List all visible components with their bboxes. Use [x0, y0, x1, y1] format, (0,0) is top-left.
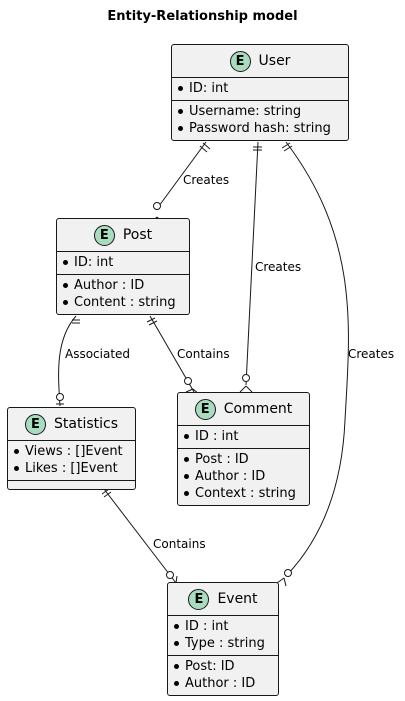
rel-label-statistics-event: Contains — [153, 537, 206, 551]
rel-label-post-comment: Contains — [177, 347, 230, 361]
entity-header: E Statistics — [8, 408, 135, 441]
attribute: Author : ID — [178, 468, 309, 485]
bullet-icon — [184, 434, 189, 439]
key-section: ID : int — [178, 426, 309, 449]
rel-label-post-statistics: Associated — [65, 347, 131, 361]
attribute: Author : ID — [168, 675, 278, 692]
diagram-title: Entity-Relationship model — [107, 9, 298, 24]
bullet-icon — [174, 681, 179, 686]
entity-name: Event — [217, 591, 258, 607]
entity-name: Statistics — [54, 416, 118, 432]
attribute: Post: ID — [168, 658, 278, 675]
attribute: ID : int — [178, 428, 309, 445]
entity-badge-icon: E — [25, 413, 46, 435]
attribute: Context : string — [178, 485, 309, 502]
bullet-icon — [178, 126, 183, 131]
bullet-icon — [14, 466, 19, 471]
rel-label-user-comment: Creates — [255, 260, 302, 274]
attribute: Password hash: string — [172, 120, 348, 137]
field-section: Post: ID Author : ID — [168, 656, 278, 695]
entity-header: E Comment — [178, 393, 309, 426]
entity-header: E User — [172, 45, 348, 78]
key-section: ID: int — [172, 78, 348, 101]
entity-badge-icon: E — [93, 224, 115, 246]
entity-event[interactable]: E Event ID : int Type : string Post: ID … — [167, 582, 279, 696]
attribute: Type : string — [168, 635, 278, 652]
rel-user-comment — [239, 141, 262, 393]
entity-name: Comment — [223, 401, 293, 417]
rel-label-user-event: Creates — [348, 347, 395, 361]
bullet-icon — [63, 300, 68, 305]
rel-post-comment — [146, 315, 200, 395]
rel-post-statistics — [56, 315, 80, 407]
attribute: Content : string — [57, 294, 189, 311]
rel-label-user-post: Creates — [183, 173, 230, 187]
key-section: Views : []Event Likes : []Event — [8, 441, 135, 481]
attribute: Views : []Event — [8, 443, 135, 460]
attribute: Likes : []Event — [8, 460, 135, 477]
bullet-icon — [174, 641, 179, 646]
field-section: Username: string Password hash: string — [172, 101, 348, 140]
attribute: ID: int — [57, 254, 189, 271]
bullet-icon — [184, 457, 189, 462]
field-section: Post : ID Author : ID Context : string — [178, 449, 309, 505]
entity-comment[interactable]: E Comment ID : int Post : ID Author : ID… — [177, 392, 310, 506]
attribute: Post : ID — [178, 451, 309, 468]
bullet-icon — [174, 664, 179, 669]
entity-badge-icon: E — [194, 398, 216, 420]
bullet-icon — [14, 449, 19, 454]
entity-post[interactable]: E Post ID: int Author : ID Content : str… — [56, 218, 190, 315]
entity-statistics[interactable]: E Statistics Views : []Event Likes : []E… — [7, 407, 136, 490]
entity-header: E Event — [168, 583, 278, 616]
attribute: Username: string — [172, 103, 348, 120]
bullet-icon — [63, 260, 68, 265]
field-section — [8, 481, 135, 489]
entity-user[interactable]: E User ID: int Username: string Password… — [171, 44, 349, 141]
field-section: Author : ID Content : string — [57, 275, 189, 314]
entity-name: Post — [122, 227, 153, 243]
attribute: Author : ID — [57, 277, 189, 294]
entity-header: E Post — [57, 219, 189, 252]
rel-user-event — [276, 141, 349, 587]
bullet-icon — [178, 86, 183, 91]
attribute: ID: int — [172, 80, 348, 97]
attribute: ID : int — [168, 618, 278, 635]
bullet-icon — [184, 491, 189, 496]
entity-badge-icon: E — [229, 50, 251, 72]
key-section: ID: int — [57, 252, 189, 275]
bullet-icon — [174, 624, 179, 629]
key-section: ID : int Type : string — [168, 616, 278, 656]
entity-name: User — [258, 53, 291, 69]
bullet-icon — [178, 109, 183, 114]
bullet-icon — [63, 283, 68, 288]
bullet-icon — [184, 474, 189, 479]
entity-badge-icon: E — [188, 588, 210, 610]
